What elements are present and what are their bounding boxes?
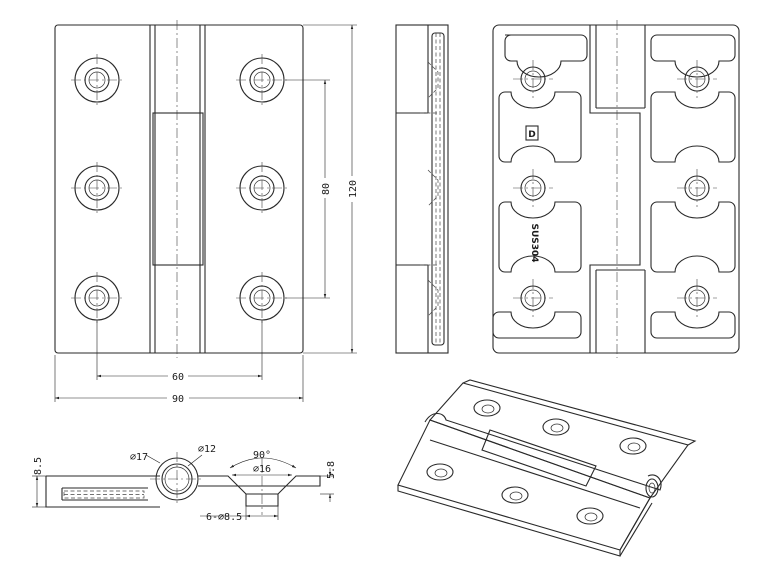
back-view-outline [492,24,740,354]
isometric-view [397,379,697,557]
back-hole-left-top [513,60,553,98]
front-view: 60 90 80 120 [54,20,359,405]
knuckle-height-label: 8.5 [33,457,44,475]
leaf-thickness-label: 5.8 [326,461,337,479]
countersink-angle-label: 90° [253,450,271,461]
iso-knuckle-segment [481,429,597,487]
dimension-120: 120 [303,24,359,354]
back-hole-right-middle [677,169,717,207]
back-pocket-right-3 [650,201,736,273]
front-hole-left-bottom [71,272,123,324]
dimension-60-label: 60 [172,372,184,383]
back-pocket-left-2 [498,91,582,163]
dimension-120-label: 120 [348,180,359,198]
front-hole-right-top [236,54,288,106]
iso-holes-back [473,399,647,455]
side-view-outline [395,24,449,354]
back-hole-right-bottom [677,279,717,317]
countersink-diameter-label: ⌀16 [253,464,271,475]
dimension-60: 60 [96,320,263,383]
dimension-90: 90 [54,355,304,405]
knuckle-segment [152,112,204,266]
dimension-80-label: 80 [321,183,332,195]
back-pocket-right-2 [650,91,736,163]
back-hole-left-middle [513,169,553,207]
front-hole-right-bottom [236,272,288,324]
front-hole-left-top [71,54,123,106]
back-pocket-left-1 [504,34,588,78]
back-pocket-right-1 [650,34,736,78]
back-pocket-left-4 [492,311,582,339]
back-view: D SUS304 [492,20,740,358]
back-hole-right-top [677,60,717,98]
front-view-outline [54,24,304,354]
knuckle-inner-diameter-label: ⌀12 [198,444,216,455]
back-pocket-right-4 [650,311,736,339]
dimension-80: 80 [285,79,332,299]
dimension-90-label: 90 [172,394,184,405]
side-view [395,24,449,354]
section-view: 90° ⌀16 6-⌀8.5 ⌀17 ⌀12 8.5 5.8 [32,444,337,523]
logo-mark: D [525,125,539,141]
iso-holes-front [426,463,604,525]
front-hole-left-middle [71,162,123,214]
material-stamp: SUS304 [529,223,539,262]
back-pocket-left-3 [498,201,582,273]
knuckle-outer-diameter-label: ⌀17 [130,452,148,463]
back-hole-left-bottom [513,279,553,317]
svg-text:D: D [528,130,535,140]
hole-callout-label: 6-⌀8.5 [206,512,242,523]
front-hole-right-middle [236,162,288,214]
